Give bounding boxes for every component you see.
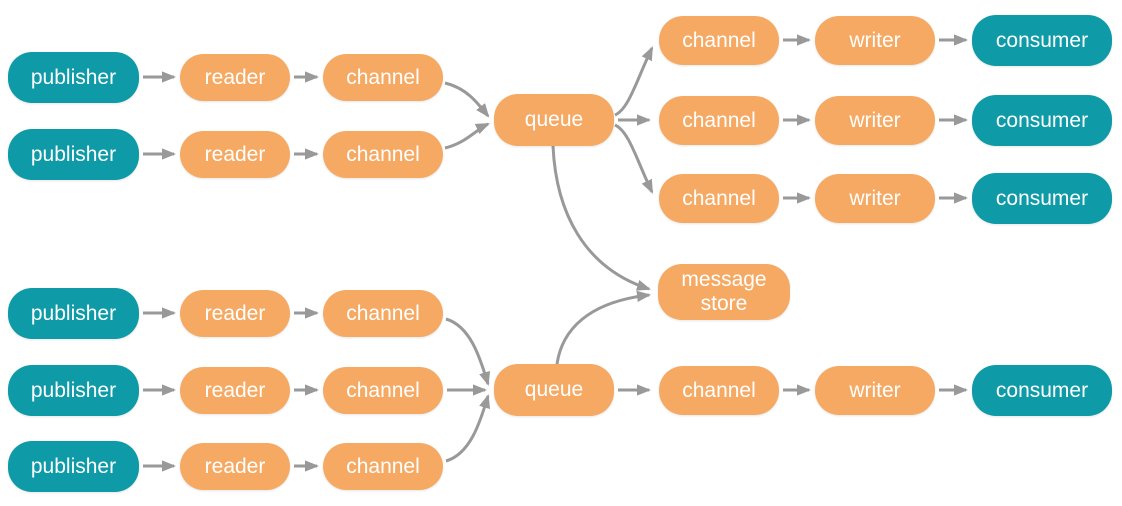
reader-bottom-3-node[interactable]: reader: [180, 443, 290, 490]
node-label: channel: [346, 378, 420, 402]
consumer-1-node[interactable]: consumer: [972, 15, 1112, 66]
consumer-bottom-node[interactable]: consumer: [972, 365, 1112, 416]
queue-bottom-node[interactable]: queue: [494, 364, 614, 416]
node-label: publisher: [30, 378, 117, 402]
node-label: consumer: [995, 108, 1089, 132]
node-label: publisher: [30, 142, 117, 166]
edge-queue-top-to-channel-fan-3: [614, 123, 654, 194]
channel-bottom-1-node[interactable]: channel: [323, 290, 443, 337]
node-label: publisher: [30, 454, 117, 478]
channel-fan-1-node[interactable]: channel: [659, 16, 779, 65]
node-label: reader: [204, 65, 266, 89]
channel-bottom-2-node[interactable]: channel: [323, 367, 443, 414]
node-label: queue: [524, 108, 584, 132]
edge-channel-bottom-3-to-queue-bottom: [445, 393, 491, 463]
node-label: publisher: [30, 65, 117, 89]
node-label: channel: [346, 65, 420, 89]
node-label: writer: [849, 108, 901, 132]
reader-bottom-1-node[interactable]: reader: [180, 290, 290, 337]
consumer-2-node[interactable]: consumer: [972, 95, 1112, 146]
edge-channel-top-2-to-queue-top: [444, 122, 490, 150]
publisher-top-1-node[interactable]: publisher: [8, 52, 139, 103]
node-label: consumer: [995, 378, 1089, 402]
edge-channel-bottom-1-to-queue-bottom: [445, 317, 491, 387]
node-label: channel: [346, 301, 420, 325]
reader-top-2-node[interactable]: reader: [180, 131, 290, 178]
channel-top-2-node[interactable]: channel: [323, 131, 443, 178]
node-label: writer: [849, 186, 901, 210]
writer-fan-1-node[interactable]: writer: [815, 16, 935, 65]
channel-fan-2-node[interactable]: channel: [659, 96, 779, 145]
node-label: message store: [681, 268, 767, 315]
node-label: reader: [204, 378, 266, 402]
node-label: channel: [682, 108, 756, 132]
writer-bottom-node[interactable]: writer: [815, 366, 935, 415]
node-label: reader: [204, 454, 266, 478]
edge-queue-bottom-to-message-store: [555, 290, 652, 365]
publisher-bottom-3-node[interactable]: publisher: [8, 441, 139, 492]
node-label: channel: [682, 378, 756, 402]
node-label: channel: [682, 186, 756, 210]
queue-top-node[interactable]: queue: [494, 94, 614, 146]
channel-bottom-3-node[interactable]: channel: [323, 443, 443, 490]
publisher-bottom-1-node[interactable]: publisher: [8, 288, 139, 339]
node-label: queue: [524, 378, 584, 402]
consumer-3-node[interactable]: consumer: [972, 173, 1112, 224]
edge-channel-top-1-to-queue-top: [444, 81, 490, 118]
node-label: writer: [849, 378, 901, 402]
channel-fan-3-node[interactable]: channel: [659, 174, 779, 223]
channel-bottom-right-node[interactable]: channel: [659, 366, 779, 415]
writer-fan-3-node[interactable]: writer: [815, 174, 935, 223]
edge-queue-top-to-message-store: [551, 145, 652, 291]
publisher-bottom-2-node[interactable]: publisher: [8, 365, 139, 416]
reader-bottom-2-node[interactable]: reader: [180, 367, 290, 414]
publisher-top-2-node[interactable]: publisher: [8, 129, 139, 180]
node-label: channel: [682, 28, 756, 52]
node-label: channel: [346, 142, 420, 166]
node-label: writer: [849, 28, 901, 52]
node-label: consumer: [995, 28, 1089, 52]
node-label: publisher: [30, 301, 117, 325]
reader-top-1-node[interactable]: reader: [180, 54, 290, 101]
writer-fan-2-node[interactable]: writer: [815, 96, 935, 145]
message-store-node[interactable]: message store: [658, 264, 790, 320]
node-label: reader: [204, 301, 266, 325]
node-label: consumer: [995, 186, 1089, 210]
node-label: reader: [204, 142, 266, 166]
edge-queue-top-to-channel-fan-1: [614, 46, 654, 117]
node-label: channel: [346, 454, 420, 478]
channel-top-1-node[interactable]: channel: [323, 54, 443, 101]
